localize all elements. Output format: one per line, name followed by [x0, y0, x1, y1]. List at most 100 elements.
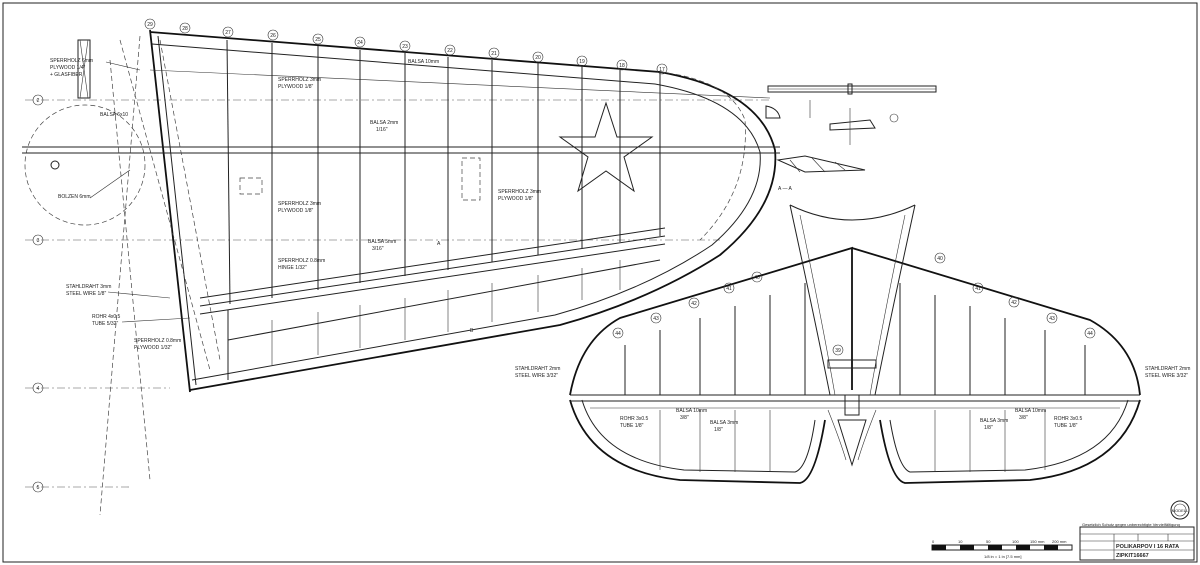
note-balsa-6x10: BALSA 6x10	[100, 112, 128, 118]
section-mark-a: A	[437, 241, 441, 247]
scale-caption: 1/8 in = 1 in [7.5 mm]	[984, 554, 1021, 559]
wing-dashed-outline	[659, 71, 746, 241]
note-plywood-rib: PLYWOOD 1/8"	[278, 208, 314, 214]
station-marker: 5	[37, 485, 40, 491]
note-balsa-spar: BALSA 10mm	[408, 59, 439, 65]
tail-ribs	[624, 283, 1086, 472]
tail-plane: 44 43 42 41 40 39 40 41 42 43 44 STAHLDR…	[515, 204, 1190, 484]
rib-number: 19	[579, 59, 585, 65]
note-balsa-tail-r1-frac: 1/8"	[984, 425, 993, 431]
note-sperrholz-top: SPERRHOLZ 6mm	[50, 58, 93, 64]
rib-number: 24	[357, 40, 363, 46]
rib-number: 29	[147, 22, 153, 28]
note-rohr-tail-right: ROHR 3x0.5	[1054, 416, 1083, 422]
note-balsa-tail-r2-frac: 3/8"	[1019, 415, 1028, 421]
tail-rib-number: 43	[653, 316, 659, 322]
note-sperrholz-inner: SPERRHOLZ 3mm	[278, 77, 321, 83]
note-balsa-2mm: BALSA 2mm	[370, 120, 398, 126]
tail-fin-left	[789, 204, 831, 396]
wing-leading-edge-inner	[151, 43, 761, 381]
tail-fin-right-inner	[869, 214, 906, 396]
note-balsa-tail-r1: BALSA 3mm	[980, 418, 1008, 424]
wing-rib-numbers: 29 28 27 26 25 24 23 22 21 20 19 18 17	[144, 18, 668, 75]
note-steel-wire-tail-right: STEEL WIRE 3/32"	[1145, 373, 1188, 379]
wing-box-1	[461, 157, 481, 201]
tail-lower-right	[879, 399, 1141, 484]
note-tube-tail-right: TUBE 1/8"	[1054, 423, 1078, 429]
note-plywood-top: PLYWOOD 1/4"	[50, 65, 86, 71]
root-diag-3	[109, 59, 151, 481]
tail-inner-left	[581, 399, 816, 473]
tail-rib-number: 44	[615, 331, 621, 337]
tail-fin-left-inner	[799, 214, 836, 396]
note-balsa-5mm-frac: 3/16"	[372, 246, 384, 252]
rib-number: 22	[447, 48, 453, 54]
station-marker: 2	[37, 98, 40, 104]
note-sperrholz-hinge: SPERRHOLZ 0.8mm	[278, 258, 325, 264]
station-markers: 2 3 4 5	[32, 94, 44, 493]
root-circle	[24, 104, 146, 226]
section-fairing	[765, 105, 781, 119]
note-stahldraht-tail-left: STAHLDRAHT 2mm	[515, 366, 560, 372]
note-steel-wire-wing: STEEL WIRE 1/8"	[66, 291, 106, 297]
note-sperrholz-mid: SPERRHOLZ 3mm	[498, 189, 541, 195]
note-sperrholz-rib: SPERRHOLZ 3mm	[278, 201, 321, 207]
note-steel-wire-tail-left: STEEL WIRE 3/32"	[515, 373, 558, 379]
tail-root-box	[844, 394, 860, 416]
note-stahldraht-wing: STAHLDRAHT 3mm	[66, 284, 111, 290]
tail-fin-top	[789, 204, 916, 221]
root-diag-2	[159, 39, 221, 361]
stamp-text: MODELL	[1172, 508, 1189, 513]
note-plywood-low: PLYWOOD 1/32"	[134, 345, 172, 351]
root-rib-dashed	[99, 35, 141, 516]
tail-outline-left	[569, 246, 853, 396]
tail-outline-right	[851, 247, 1141, 396]
tail-annotations: STAHLDRAHT 2mm STEEL WIRE 3/32" STAHLDRA…	[515, 366, 1190, 433]
scale-tick: 150 mm	[1030, 539, 1045, 544]
spar-secondary	[149, 69, 771, 99]
rib-number: 28	[182, 26, 188, 32]
rib-number: 20	[535, 55, 541, 61]
root-rib-inner	[157, 35, 197, 386]
rib-number: 18	[619, 63, 625, 69]
tail-rib-number: 44	[1087, 331, 1093, 337]
rib-number: 23	[402, 44, 408, 50]
wing-panel: 29 28 27 26 25 24 23 22 21 20 19 18 17	[22, 18, 780, 516]
drawing-title: POLIKARPOV I 16 RATA	[1116, 544, 1179, 550]
rib-number: 25	[315, 37, 321, 43]
drawing-number: ZIPKIT16667	[1116, 553, 1149, 559]
rib-number: 21	[491, 51, 497, 57]
note-tube-wing: TUBE 5/32"	[92, 321, 118, 327]
section-mark-b: B	[470, 328, 474, 334]
scale-bar: 0 10 50 100 150 mm 200 mm 1/8 in = 1 in …	[931, 539, 1073, 559]
note-balsa-tail-l2-frac: 1/8"	[714, 427, 723, 433]
wing-leading-edge	[149, 31, 777, 391]
airfoil-section	[829, 119, 876, 131]
wedge-section	[776, 155, 866, 173]
tail-rib-numbers: 44 43 42 41 40 39 40 41 42 43 44	[612, 252, 1096, 356]
note-balsa-2mm-frac: 1/16"	[376, 127, 388, 133]
aileron-spar-top	[199, 227, 666, 299]
spacer-plate	[77, 39, 91, 99]
bolt-marker	[50, 160, 60, 170]
note-sperrholz-low: SPERRHOLZ 0.8mm	[134, 338, 181, 344]
tail-rib-number: 39	[835, 348, 841, 354]
tail-rib-number: 41	[726, 286, 732, 292]
tail-lower-left	[569, 399, 826, 484]
tail-center-block	[827, 359, 877, 369]
note-stahldraht-tail-right: STAHLDRAHT 2mm	[1145, 366, 1190, 372]
tail-rib-number: 40	[937, 256, 943, 262]
title-block: Gesetzlich Schutz gegen unberechtigte Ve…	[1079, 500, 1195, 561]
note-glasfiber: + GLASFIBER	[50, 72, 83, 78]
wing-annotations: SPERRHOLZ 6mm PLYWOOD 1/4" + GLASFIBER B…	[50, 58, 541, 351]
scale-tick: 50	[986, 539, 991, 544]
note-balsa-tail-l1: BALSA 10mm	[676, 408, 707, 414]
section-label: A — A	[778, 186, 793, 192]
root-rib	[149, 29, 191, 393]
scale-tick: 200 mm	[1052, 539, 1067, 544]
tail-fin-right	[874, 204, 916, 396]
station-marker: 4	[37, 386, 40, 392]
section-details: A — A	[765, 83, 937, 192]
tail-rib-number: 42	[1011, 300, 1017, 306]
